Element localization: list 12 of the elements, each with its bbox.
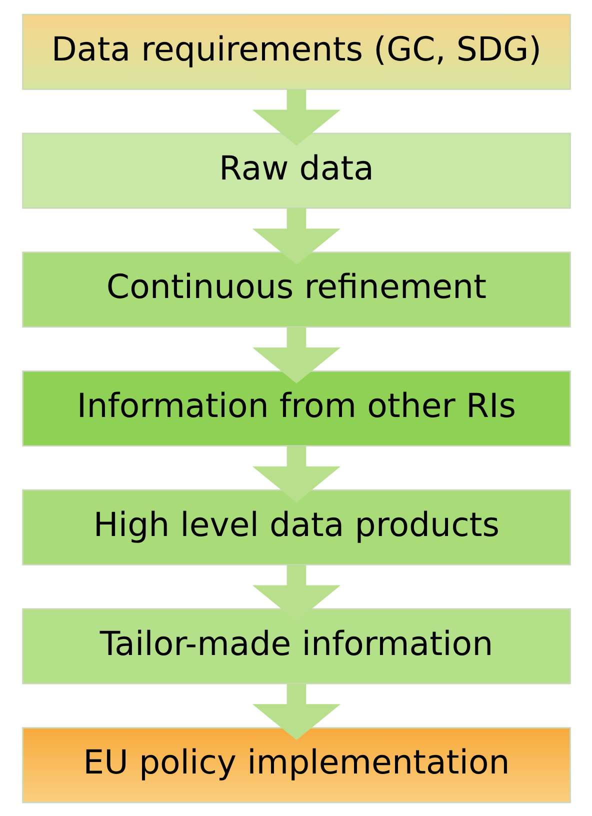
node-box: Tailor-made information <box>22 608 570 684</box>
arrow <box>252 326 340 384</box>
node-box: Information from other RIs <box>22 370 570 446</box>
arrow <box>252 446 340 502</box>
arrow <box>252 683 340 740</box>
arrow <box>252 88 340 146</box>
node-box: EU policy implementation <box>22 726 570 803</box>
arrow <box>252 208 340 264</box>
node-box: Raw data <box>22 132 570 208</box>
node-box: High level data products <box>22 488 570 565</box>
node-box: Continuous refinement <box>22 251 570 328</box>
node-box: Data requirements (GC, SDG) <box>22 13 570 90</box>
